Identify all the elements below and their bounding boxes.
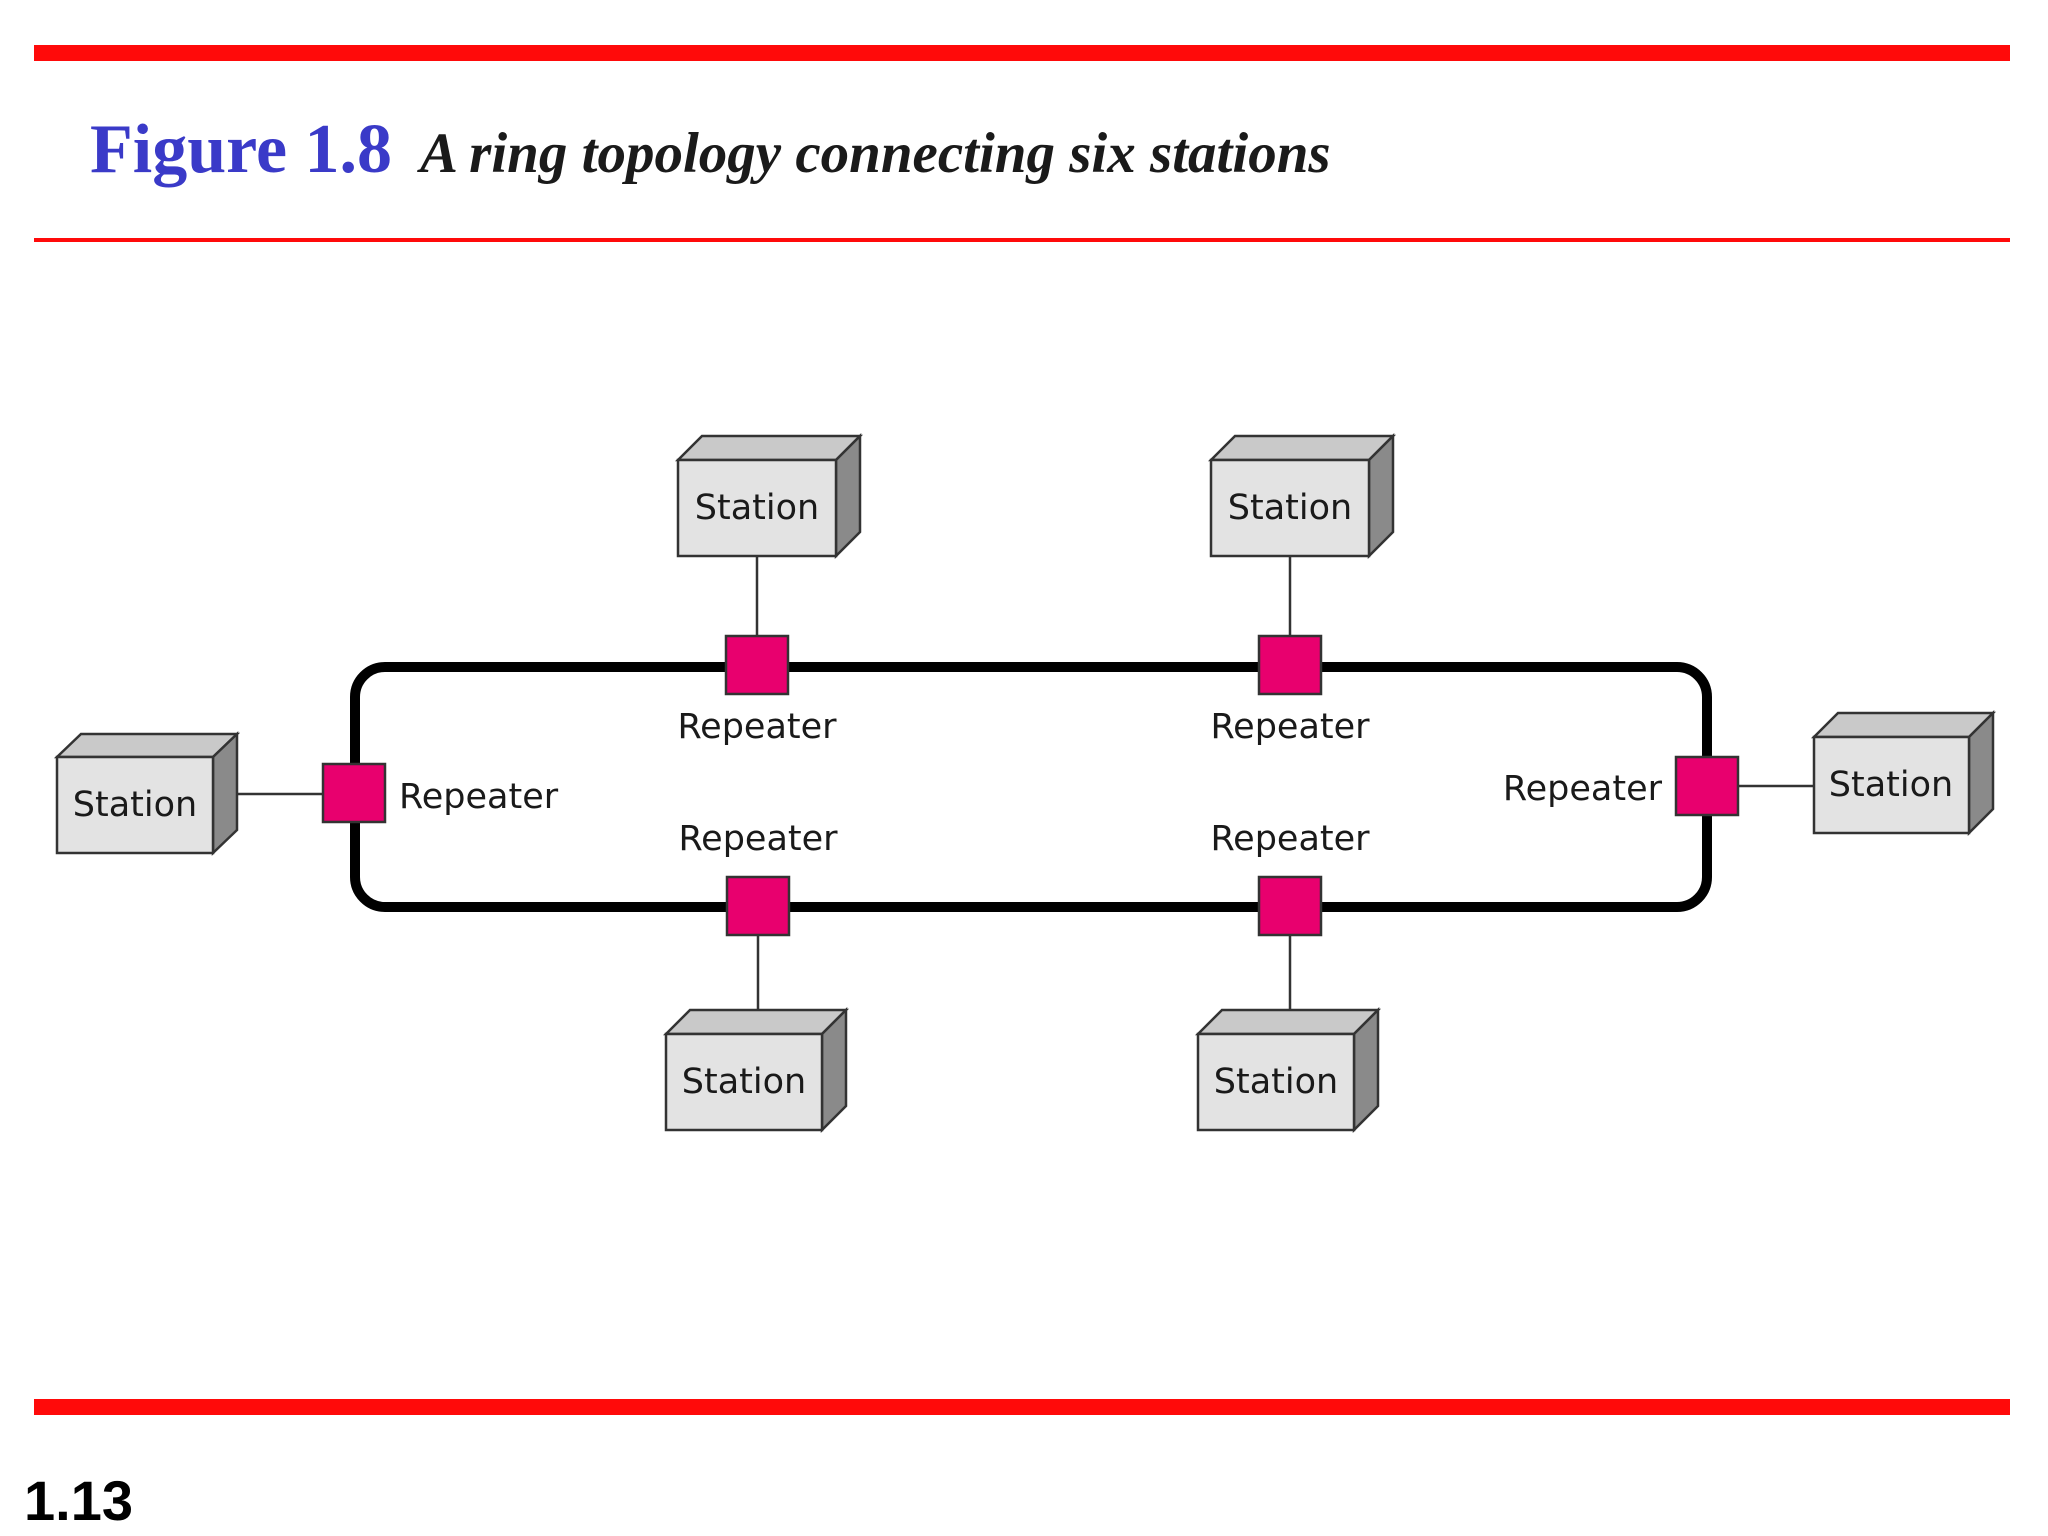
- bottom-red-rule: [34, 1399, 2010, 1415]
- station-box-top: [1207, 434, 1397, 462]
- station-left: Station: [53, 731, 241, 856]
- station-right: Station: [1810, 709, 1997, 837]
- repeater-label: Repeater: [678, 819, 838, 859]
- station-bottom-left: Station: [662, 1006, 850, 1134]
- station-box-face: [676, 458, 838, 558]
- repeater-label: Repeater: [677, 707, 837, 747]
- repeater-right: [1674, 755, 1740, 817]
- station-box-top: [674, 434, 864, 462]
- station-top-right: Station: [1207, 432, 1397, 560]
- repeater-bottom-left: [725, 875, 791, 937]
- figure-label: Figure 1.8: [90, 111, 393, 188]
- station-box-face: [1196, 1032, 1356, 1132]
- repeater-left: [321, 762, 387, 824]
- station-bottom-right: Station: [1194, 1006, 1382, 1134]
- station-box-side: [211, 731, 239, 856]
- station-box-top: [1194, 1008, 1382, 1036]
- top-red-rule: [34, 45, 2010, 61]
- station-label: Station: [1829, 765, 1953, 805]
- station-box-face: [664, 1032, 824, 1132]
- station-box-face: [1812, 735, 1971, 835]
- figure-caption: A ring topology connecting six stations: [420, 122, 1331, 185]
- repeater-label: Repeater: [399, 777, 559, 817]
- station-label: Station: [682, 1062, 806, 1102]
- repeater-label: Repeater: [1210, 819, 1370, 859]
- station-label: Station: [73, 785, 197, 825]
- slide-number: 1.13: [24, 1469, 133, 1532]
- repeater-top-left: [724, 634, 790, 696]
- repeater-bottom-right: [1257, 875, 1323, 937]
- station-label: Station: [695, 488, 819, 528]
- repeater-label: Repeater: [1210, 707, 1370, 747]
- repeater-top-right: [1257, 634, 1323, 696]
- station-box-top: [1810, 711, 1997, 739]
- station-top-left: Station: [674, 432, 864, 560]
- station-label: Station: [1228, 488, 1352, 528]
- figure-title: Figure 1.8 A ring topology connecting six…: [90, 110, 1331, 190]
- station-box-top: [662, 1008, 850, 1036]
- station-box-face: [1209, 458, 1371, 558]
- station-box-face: [55, 755, 215, 855]
- station-box-top: [53, 732, 241, 759]
- station-label: Station: [1214, 1062, 1338, 1102]
- title-underline-rule: [34, 238, 2010, 242]
- station-connectors: [236, 556, 1814, 1020]
- repeater-label: Repeater: [1503, 769, 1663, 809]
